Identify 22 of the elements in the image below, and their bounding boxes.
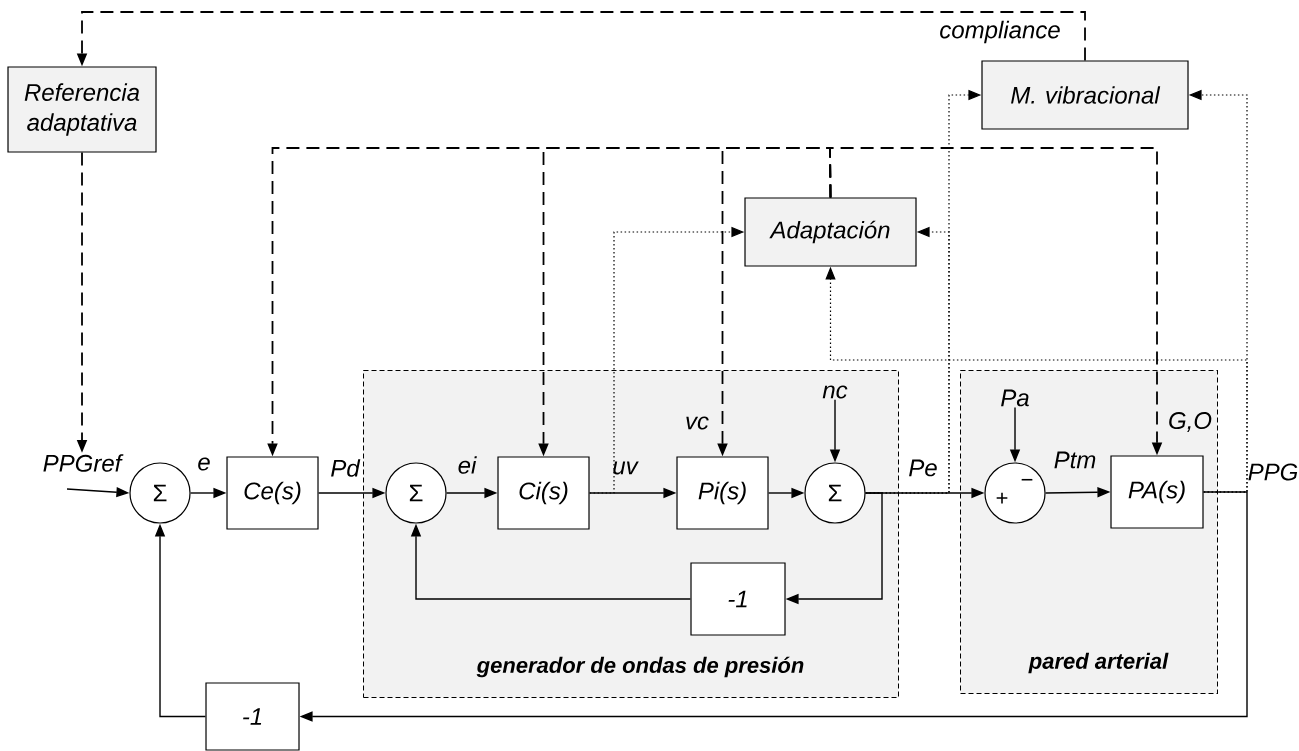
block-box: Pi(s) (676, 456, 769, 530)
signal-label: nc (822, 385, 848, 399)
block-box: -1 (690, 562, 786, 636)
edge-label: compliance (940, 20, 1060, 44)
block-box: Ci(s) (497, 456, 590, 530)
edge-label: Pd (331, 459, 361, 477)
block-box: PA(s) (1110, 455, 1204, 529)
edge-label: ei (458, 456, 477, 474)
block-box: Ce(s) (226, 456, 319, 530)
edge-label: e (198, 457, 210, 471)
signal-label: Pa (1001, 389, 1029, 407)
signal-label: PPGref (43, 454, 124, 472)
block-box: Adaptación (744, 197, 917, 267)
edge-label: uv (613, 461, 639, 475)
block-box: Referencia adaptativa (7, 66, 157, 153)
edge-label: Pe (909, 459, 937, 477)
edge-label: Ptm (1054, 451, 1096, 469)
block-box: -1 (205, 682, 300, 751)
edge-label: vc (686, 416, 709, 430)
block-box: M. vibracional (981, 60, 1189, 130)
edge-label: PPG (1248, 463, 1298, 481)
edge-label: G,O (1169, 412, 1212, 432)
